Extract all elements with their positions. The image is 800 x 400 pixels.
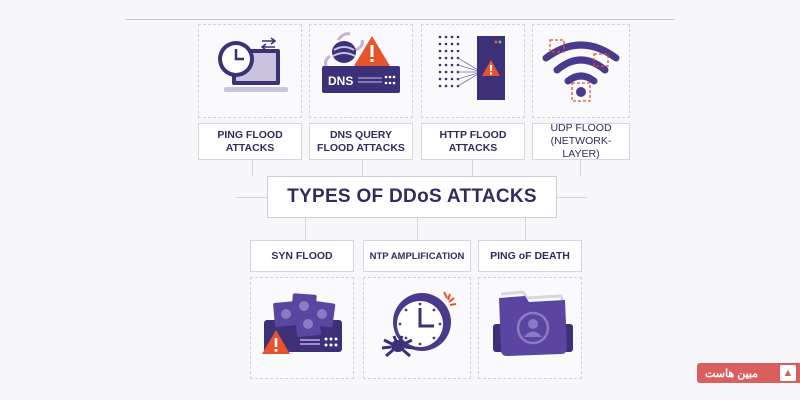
diagram-title: TYPES OF DDoS ATTACKS bbox=[267, 176, 557, 218]
svg-text:DNS: DNS bbox=[328, 74, 353, 88]
connector-line bbox=[557, 197, 587, 198]
http-flood-card bbox=[421, 24, 525, 118]
folders-server-warning-icon bbox=[262, 293, 342, 354]
ping-of-death-label: PING oF DEATH bbox=[478, 240, 582, 272]
clock-laptop-icon bbox=[218, 37, 288, 92]
dns-query-label: DNS QUERY FLOOD ATTACKS bbox=[309, 123, 413, 160]
connector-line bbox=[417, 218, 418, 240]
connector-line bbox=[525, 218, 526, 240]
elephant-logo-icon: ▲ bbox=[780, 365, 796, 381]
watermark-badge: مبین هاست ▲ bbox=[697, 363, 800, 383]
ntp-amplification-label: NTP AMPLIFICATION bbox=[363, 240, 471, 272]
connector-line bbox=[252, 160, 253, 176]
connector-line bbox=[472, 160, 473, 176]
udp-flood-label: UDP FLOOD (NETWORK-LAYER) bbox=[532, 122, 630, 160]
syn-flood-label: SYN FLOOD bbox=[250, 240, 354, 272]
udp-flood-card bbox=[532, 24, 630, 118]
ping-flood-label: PING FLOOD ATTACKS bbox=[198, 123, 302, 160]
http-flood-label: HTTP FLOOD ATTACKS bbox=[421, 123, 525, 160]
clock-bug-icon bbox=[381, 291, 457, 358]
watermark-text: مبین هاست bbox=[705, 367, 759, 380]
wifi-target-icon bbox=[542, 39, 620, 102]
folder-user-icon bbox=[493, 290, 573, 356]
top-divider bbox=[125, 19, 675, 20]
dns-bug-warning-icon: DNS bbox=[322, 32, 400, 93]
connector-line bbox=[305, 218, 306, 240]
server-flood-warning-icon bbox=[438, 35, 505, 100]
connector-line bbox=[362, 160, 363, 176]
connector-line bbox=[580, 160, 581, 176]
connector-line bbox=[236, 197, 267, 198]
